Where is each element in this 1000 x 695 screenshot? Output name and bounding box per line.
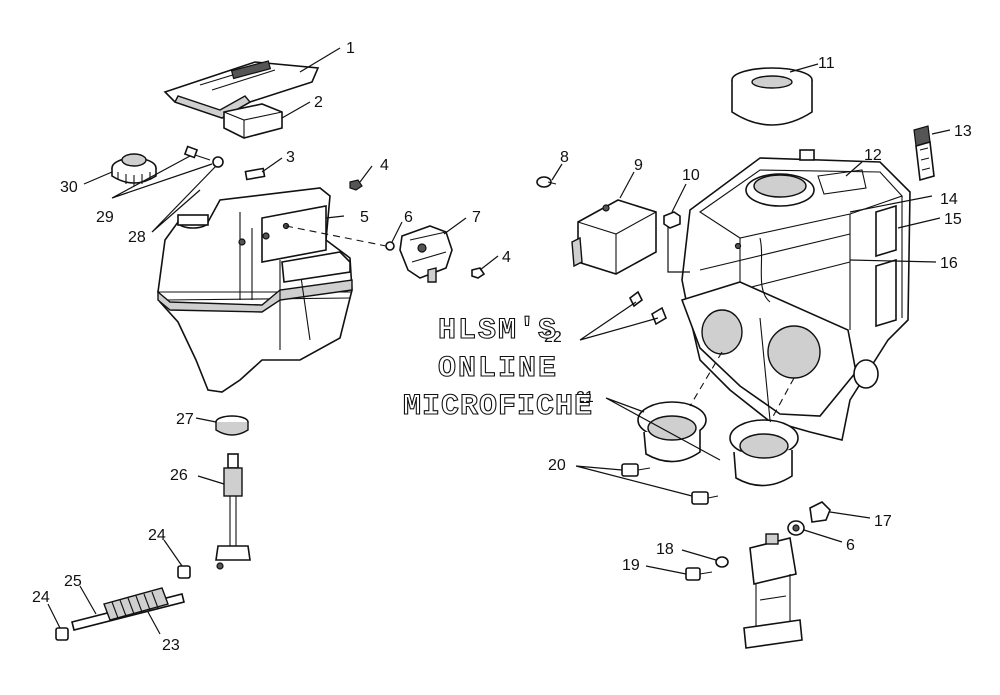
callout-6-right: 6 (846, 537, 855, 554)
callout-29: 29 (96, 209, 114, 226)
part-19-bolt (685, 567, 713, 581)
callout-24-right: 24 (148, 527, 166, 544)
callout-17: 17 (874, 513, 892, 530)
part-20-bolt-b (691, 491, 719, 505)
part-3-screw (244, 167, 266, 181)
callout-5: 5 (360, 209, 369, 226)
callout-4-lower: 4 (502, 249, 511, 266)
callout-21: 21 (576, 389, 594, 406)
callout-23: 23 (162, 637, 180, 654)
part-4-nut-lower (471, 267, 486, 279)
part-21-boot-right (729, 419, 799, 487)
part-27-grommet (215, 415, 249, 436)
callout-30: 30 (60, 179, 78, 196)
part-10-clip (663, 211, 681, 229)
part-24-clamp-left (55, 627, 69, 641)
callout-15: 15 (944, 211, 962, 228)
callout-16: 16 (940, 255, 958, 272)
callout-1: 1 (346, 40, 355, 57)
callout-6-left: 6 (404, 209, 413, 226)
part-11-ring (731, 67, 813, 126)
part-28-washer (212, 156, 224, 168)
callout-9: 9 (634, 157, 643, 174)
part-22-screw-b (651, 306, 667, 326)
callout-4-upper: 4 (380, 157, 389, 174)
part-22-screw-a (628, 290, 644, 308)
callout-2: 2 (314, 94, 323, 111)
part-8-bolt (536, 176, 557, 188)
callout-19: 19 (622, 557, 640, 574)
part-airbox-housing (680, 149, 911, 441)
callout-22: 22 (544, 329, 562, 346)
part-18-washer (715, 556, 729, 568)
watermark-line-3: MICROFICHE (403, 390, 593, 424)
part-2-block (223, 103, 283, 139)
callout-8: 8 (560, 149, 569, 166)
watermark: HLSM'S ONLINE MICROFICHE (402, 313, 593, 424)
callout-3: 3 (286, 149, 295, 166)
watermark-line-1: HLSM'S (438, 314, 558, 348)
callout-24-left: 24 (32, 589, 50, 606)
part-9-cdi-box (571, 199, 657, 275)
part-17-nut (809, 501, 831, 523)
callout-25: 25 (64, 573, 82, 590)
callout-10: 10 (682, 167, 700, 184)
callout-26: 26 (170, 467, 188, 484)
leader-lines (47, 47, 951, 635)
callout-18: 18 (656, 541, 674, 558)
part-30-cap (111, 153, 157, 186)
part-20-bolt-a (621, 463, 651, 477)
callout-labels: 1 2 3 4 5 6 7 4 30 29 28 27 26 24 25 24 … (32, 40, 972, 654)
part-23-spring (103, 587, 169, 621)
part-4-nut-upper (349, 179, 363, 191)
callout-27: 27 (176, 411, 194, 428)
part-mount-bracket (743, 533, 803, 649)
part-24-clamp-right (177, 565, 191, 579)
part-6-washer-right (787, 520, 805, 536)
part-7-pump (399, 225, 453, 283)
callout-14: 14 (940, 191, 958, 208)
part-13-connector (913, 125, 935, 182)
part-6-washer (385, 241, 395, 251)
callout-20: 20 (548, 457, 566, 474)
leader-dash-21 (689, 351, 795, 423)
callout-12: 12 (864, 147, 882, 164)
callout-7: 7 (472, 209, 481, 226)
callout-13: 13 (954, 123, 972, 140)
leader-dash-5-7 (285, 225, 387, 247)
part-29-bolt (183, 145, 211, 161)
part-5-oil-tank (157, 187, 353, 393)
part-26-sender (215, 453, 251, 570)
callout-11: 11 (818, 55, 835, 72)
watermark-line-2: ONLINE (438, 352, 558, 386)
part-21-boot-left (637, 401, 707, 463)
callout-28: 28 (128, 229, 146, 246)
